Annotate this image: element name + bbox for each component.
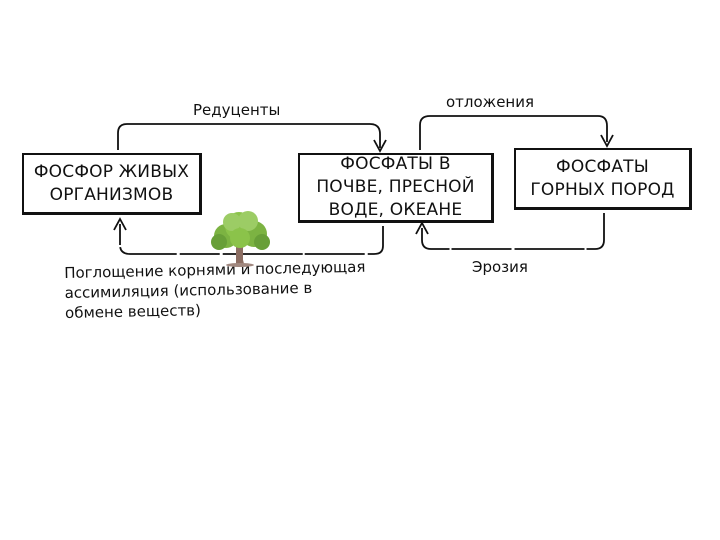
absorption-arrowhead bbox=[113, 217, 127, 231]
box-rocks-text: ФОСФАТЫ ГОРНЫХ ПОРОД bbox=[530, 156, 675, 200]
erosion-arrowhead bbox=[415, 221, 429, 235]
deposits-arrowhead bbox=[600, 134, 614, 148]
box-phosphates-rocks: ФОСФАТЫ ГОРНЫХ ПОРОД bbox=[514, 148, 692, 210]
deposits-arrow bbox=[419, 115, 608, 150]
box-organisms-text: ФОСФОР ЖИВЫХ ОРГАНИЗМОВ bbox=[33, 161, 190, 205]
label-reducents: Редуценты bbox=[193, 101, 281, 119]
absorption-arrow bbox=[119, 224, 384, 255]
box-phosphorus-organisms: ФОСФОР ЖИВЫХ ОРГАНИЗМОВ bbox=[22, 153, 202, 215]
reducents-arrow bbox=[117, 123, 381, 150]
erosion-arrow bbox=[421, 213, 605, 250]
label-deposits: отложения bbox=[446, 93, 535, 111]
tree-icon bbox=[211, 211, 270, 267]
box-soil-text: ФОСФАТЫ В ПОЧВЕ, ПРЕСНОЙ ВОДЕ, ОКЕАНЕ bbox=[316, 154, 475, 220]
box-phosphates-soil-water: ФОСФАТЫ В ПОЧВЕ, ПРЕСНОЙ ВОДЕ, ОКЕАНЕ bbox=[298, 153, 494, 223]
label-erosion: Эрозия bbox=[472, 258, 528, 276]
reducents-arrowhead bbox=[373, 139, 387, 153]
